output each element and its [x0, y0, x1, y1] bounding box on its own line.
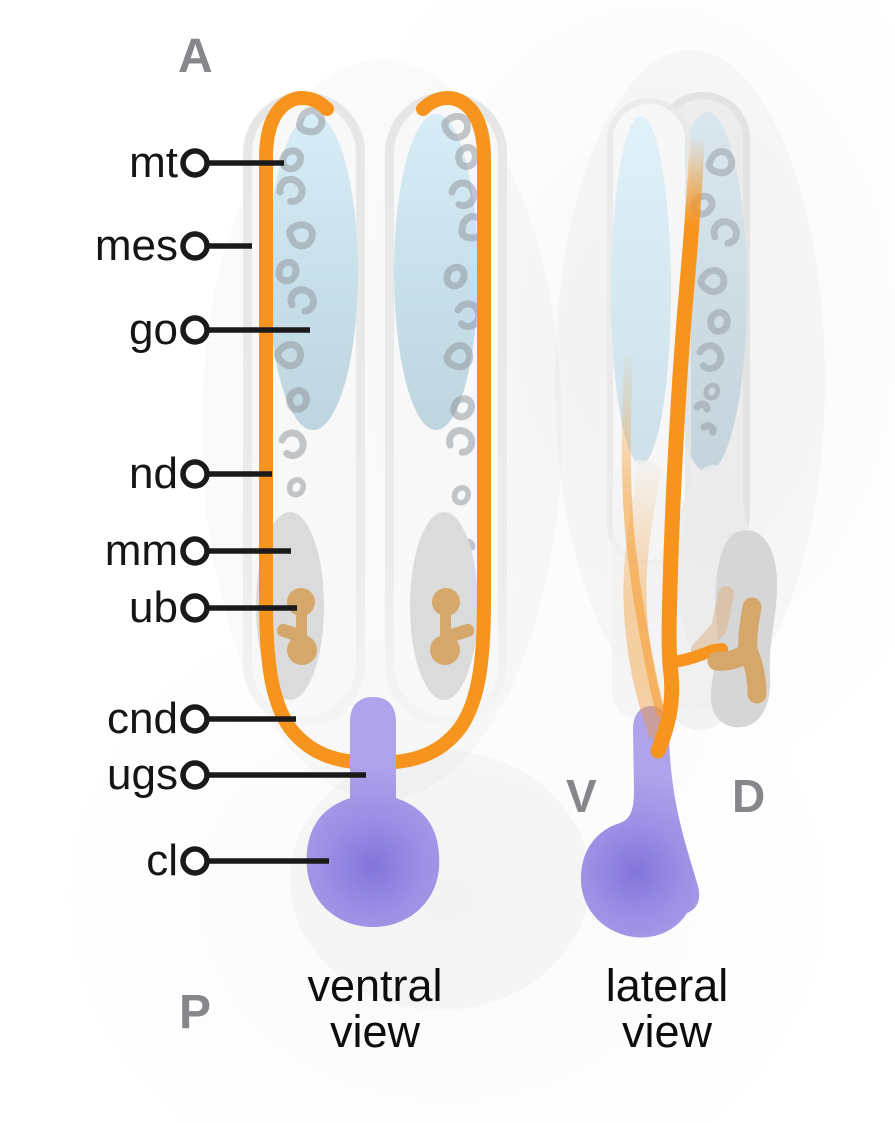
callout-ub: [180, 593, 297, 623]
gonad-right: [394, 114, 478, 430]
callout-cnd: [180, 704, 296, 734]
orientation-dorsal: D: [732, 770, 766, 822]
callout-cl: [180, 846, 329, 876]
callout-mt: [180, 148, 284, 178]
callout-ugs: [180, 760, 366, 790]
caption-ventral-view: ventral view: [225, 963, 525, 1055]
lateral-view-figure: [580, 92, 778, 938]
orientation-ventral: V: [566, 770, 597, 822]
caption-lateral-line2: view: [621, 1006, 713, 1057]
ureteric-bud-stalk-branch: [665, 643, 728, 668]
gonad-ventral-lateral: [611, 116, 671, 464]
ureteric-bud-contralateral: [691, 586, 734, 658]
caption-lateral-view: lateral view: [517, 963, 817, 1055]
label-mes: mes: [94, 221, 178, 270]
label-go: go: [129, 305, 178, 354]
label-ub: ub: [129, 583, 178, 632]
callout-leaders: [180, 148, 366, 876]
label-mt: mt: [129, 138, 178, 187]
gonad-left: [268, 114, 358, 430]
label-mm: mm: [104, 526, 178, 575]
label-nd: nd: [129, 449, 178, 498]
urogenital-sinus-cloaca-ventral: [306, 697, 440, 927]
caption-ventral-line1: ventral: [307, 960, 443, 1011]
caption-lateral-line1: lateral: [605, 960, 729, 1011]
ureteric-bud-lateral: [707, 597, 767, 704]
nephric-duct-lateral: [650, 134, 705, 759]
callout-mes: [180, 231, 252, 261]
label-ugs: ugs: [107, 750, 178, 799]
orientation-anterior: A: [178, 30, 213, 83]
callout-mm: [180, 536, 291, 566]
nephric-duct-contralateral: [623, 450, 671, 742]
label-cnd: cnd: [107, 694, 178, 743]
label-cl: cl: [146, 836, 178, 885]
orientation-posterior: P: [179, 986, 212, 1039]
callout-nd: [180, 459, 272, 489]
ureteric-bud-right: [430, 588, 474, 665]
urogenital-sinus-cloaca-lateral: [580, 706, 700, 938]
ventral-view-figure: [243, 91, 507, 927]
caption-ventral-line2: view: [329, 1006, 421, 1057]
callout-go: [180, 315, 310, 345]
